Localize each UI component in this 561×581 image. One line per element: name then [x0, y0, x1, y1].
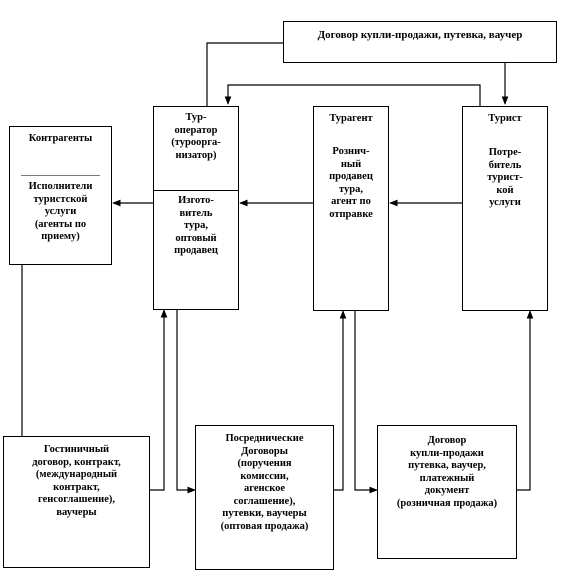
tour-agent-role: Рознич- ный продавец тура, агент по отпр… [329, 146, 373, 220]
tour-operator-divider [153, 190, 239, 191]
hotel-contract-label: Гостиничный договор, контракт, (междунар… [32, 444, 121, 518]
tour-operator-title: Тур- оператор (туроорга- низатор) [171, 112, 221, 161]
arrow-retail-to-tourist [517, 310, 534, 491]
tour-operator-box [153, 106, 239, 310]
line-contract-to-operator [206, 42, 283, 106]
counterparts-box [9, 126, 112, 265]
counterparts-role: Исполнители туристской услуги (агенты по… [28, 181, 93, 242]
arrow-operator-to-intermediary [176, 310, 196, 494]
tour-agent-box [313, 106, 389, 311]
tourist-box [462, 106, 548, 311]
tour-agent-title: Турагент [329, 113, 373, 124]
counterparts-title: Контрагенты [28, 133, 93, 144]
tourist-title: Турист [488, 113, 522, 124]
intermediary-contracts-label: Посреднические Договоры (поручения комис… [220, 433, 309, 532]
counterparts-separator: _______________ [21, 166, 100, 177]
retail-contract-box [377, 425, 517, 559]
top-contract-label: Договор купли-продажи, путевка, ваучер [317, 29, 523, 41]
tourist-role: Потре- битель турист- кой услуги [487, 147, 523, 208]
arrow-intermediary-to-agent [334, 310, 347, 491]
top-contract-box [283, 21, 557, 63]
arrow-agent-to-retail [354, 311, 378, 494]
intermediary-contracts-box [195, 425, 334, 570]
arrow-tourist-to-operator [224, 84, 481, 106]
tour-operator-role: Изгото- витель тура, оптовый продавец [174, 195, 218, 256]
retail-contract-label: Договор купли-продажи путевка, ваучер, п… [396, 435, 498, 509]
arrow-hotel-to-operator [150, 309, 168, 491]
hotel-contract-box [3, 436, 150, 568]
